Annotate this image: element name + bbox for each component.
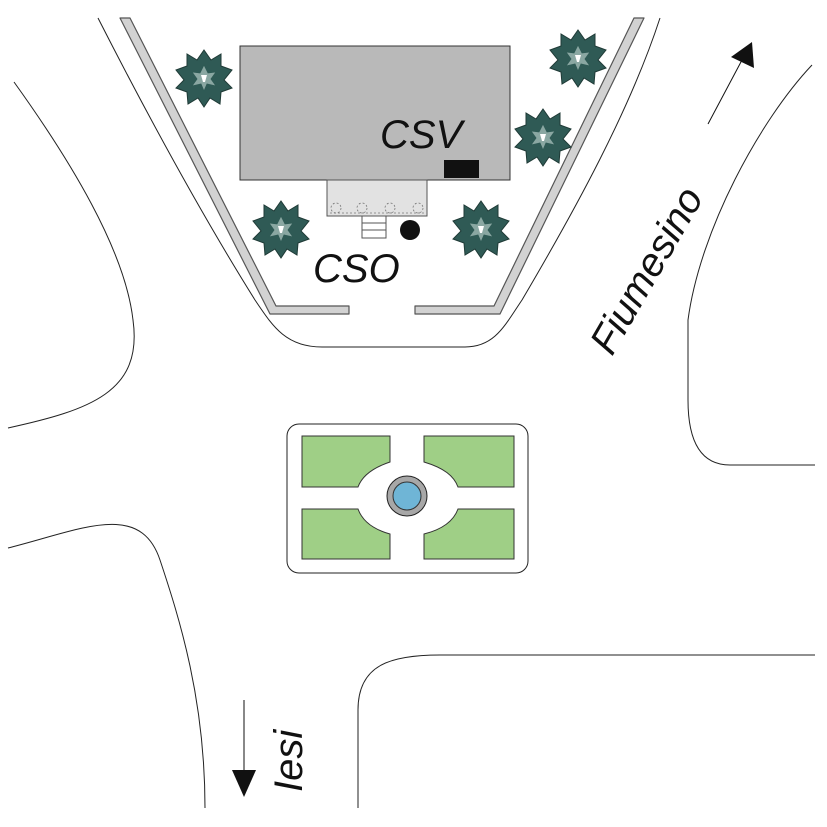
- arrow-icon: [731, 42, 754, 68]
- road-edge-right-bottom: [357, 654, 815, 808]
- site-walls: [119, 17, 645, 315]
- road-edge-right-top: [687, 64, 815, 466]
- road-edge-top-block: [97, 17, 661, 348]
- label-iesi: Iesi: [267, 729, 311, 792]
- tree-icon: [452, 200, 510, 259]
- direction-iesi: Iesi: [232, 700, 311, 797]
- lawn-top-left: [301, 435, 391, 488]
- building: [239, 45, 511, 181]
- lawn-top-right: [423, 435, 515, 488]
- canopy-columns: [330, 202, 424, 214]
- cso-marker: [400, 220, 420, 240]
- road-edge-left-bottom: [7, 523, 206, 809]
- tree-icon: [549, 29, 607, 88]
- label-csv: CSV: [380, 113, 466, 157]
- wall-right: [414, 17, 645, 315]
- wall-left: [119, 17, 350, 315]
- csv-marker: [444, 160, 479, 178]
- lawn-bottom-right: [423, 508, 515, 560]
- arrow-line-fiumesino: [707, 59, 743, 125]
- road-edge-left-top: [7, 81, 135, 429]
- tree-icon: [252, 200, 310, 259]
- lawn-bottom-left: [301, 508, 391, 560]
- canopy: [326, 179, 428, 217]
- tree-icon: [175, 49, 233, 108]
- roundabout: [286, 423, 529, 574]
- entrance-steps: [361, 215, 387, 239]
- arrow-icon: [232, 770, 256, 797]
- label-fiumesino: Fiumesino: [582, 180, 712, 362]
- fountain-water: [392, 481, 422, 511]
- road-edges: [7, 17, 815, 809]
- label-cso: CSO: [313, 247, 400, 291]
- tree-icon: [514, 108, 572, 167]
